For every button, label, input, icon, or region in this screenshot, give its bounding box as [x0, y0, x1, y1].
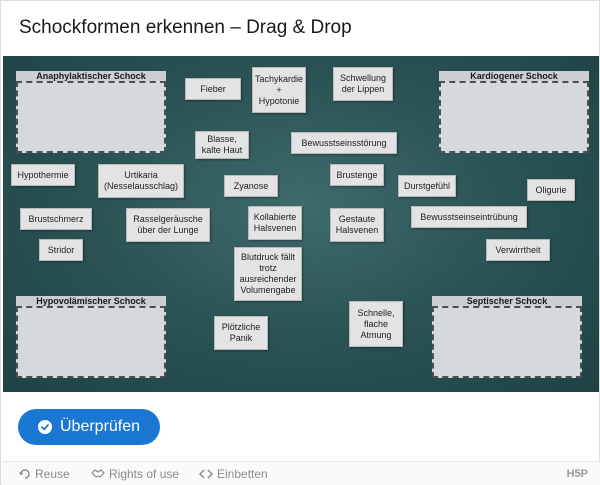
dropzone-hypovolemic[interactable]: Hypovolämischer Schock — [16, 296, 166, 378]
drag-item-kollabierte[interactable]: Kollabierte Halsvenen — [248, 206, 302, 240]
drag-item-schwellung[interactable]: Schwellung der Lippen — [333, 67, 393, 101]
drag-item-rasselgeraeusche[interactable]: Rasselgeräusche über der Lunge — [126, 208, 210, 242]
embed-label: Einbetten — [217, 467, 268, 481]
dropzone-area[interactable] — [432, 306, 582, 378]
code-icon — [199, 469, 213, 479]
check-button-label: Überprüfen — [60, 418, 141, 435]
drag-item-fieber[interactable]: Fieber — [185, 78, 241, 100]
drag-item-brustschmerz[interactable]: Brustschmerz — [20, 208, 92, 230]
dropzone-anaphylactic[interactable]: Anaphylaktischer Schock — [16, 71, 166, 153]
dropzone-area[interactable] — [439, 81, 589, 153]
drag-item-stridor[interactable]: Stridor — [39, 239, 83, 261]
page-title: Schockformen erkennen – Drag & Drop — [19, 17, 352, 38]
embed-button[interactable]: Einbetten — [199, 467, 268, 481]
footer-bar: Reuse Rights of use Einbetten H5P — [2, 461, 600, 485]
drag-drop-board: Anaphylaktischer Schock Kardiogener Scho… — [3, 56, 599, 392]
drag-item-zyanose[interactable]: Zyanose — [224, 175, 278, 197]
drag-item-tachykardie[interactable]: Tachykardie + Hypotonie — [252, 67, 306, 113]
reuse-icon — [19, 469, 30, 479]
drag-item-ploetzliche-panik[interactable]: Plötzliche Panik — [214, 316, 268, 350]
drag-item-brustenge[interactable]: Brustenge — [330, 164, 384, 186]
reuse-label: Reuse — [35, 467, 70, 481]
drag-item-schnelle-atmung[interactable]: Schnelle, flache Atmung — [349, 301, 403, 347]
dropzone-area[interactable] — [16, 81, 166, 153]
dropzone-label: Hypovolämischer Schock — [16, 296, 166, 307]
drag-item-bewusstseinseintruebung[interactable]: Bewusstseinseintrübung — [411, 206, 527, 228]
drag-item-hypothermie[interactable]: Hypothermie — [11, 164, 75, 186]
drag-item-oligurie[interactable]: Oligurie — [527, 179, 575, 201]
dropzone-cardiogenic[interactable]: Kardiogener Schock — [439, 71, 589, 153]
drag-item-bewusstseinsstoerung[interactable]: Bewusstseinsstörung — [291, 132, 397, 154]
drag-item-gestaute[interactable]: Gestaute Halsvenen — [330, 208, 384, 242]
check-circle-icon — [38, 420, 52, 434]
check-button[interactable]: Überprüfen — [18, 409, 160, 445]
handshake-icon — [91, 469, 105, 478]
dropzone-area[interactable] — [16, 306, 166, 378]
reuse-button[interactable]: Reuse — [19, 467, 70, 481]
h5p-logo: H5P — [566, 468, 588, 480]
drag-item-blasse[interactable]: Blasse, kalte Haut — [195, 131, 249, 159]
dropzone-label: Anaphylaktischer Schock — [16, 71, 166, 82]
drag-item-urtikaria[interactable]: Urtikaria (Nesselausschlag) — [98, 164, 184, 198]
rights-of-use-button[interactable]: Rights of use — [91, 467, 179, 481]
dropzone-label: Kardiogener Schock — [439, 71, 589, 82]
drag-item-blutdruck[interactable]: Blutdruck fällt trotz ausreichender Volu… — [234, 247, 302, 301]
drag-item-durstgefuehl[interactable]: Durstgefühl — [398, 175, 456, 197]
rights-of-use-label: Rights of use — [109, 467, 180, 481]
drag-item-verwirrtheit[interactable]: Verwirrtheit — [486, 239, 550, 261]
dropzone-label: Septischer Schock — [432, 296, 582, 307]
dropzone-septic[interactable]: Septischer Schock — [432, 296, 582, 378]
